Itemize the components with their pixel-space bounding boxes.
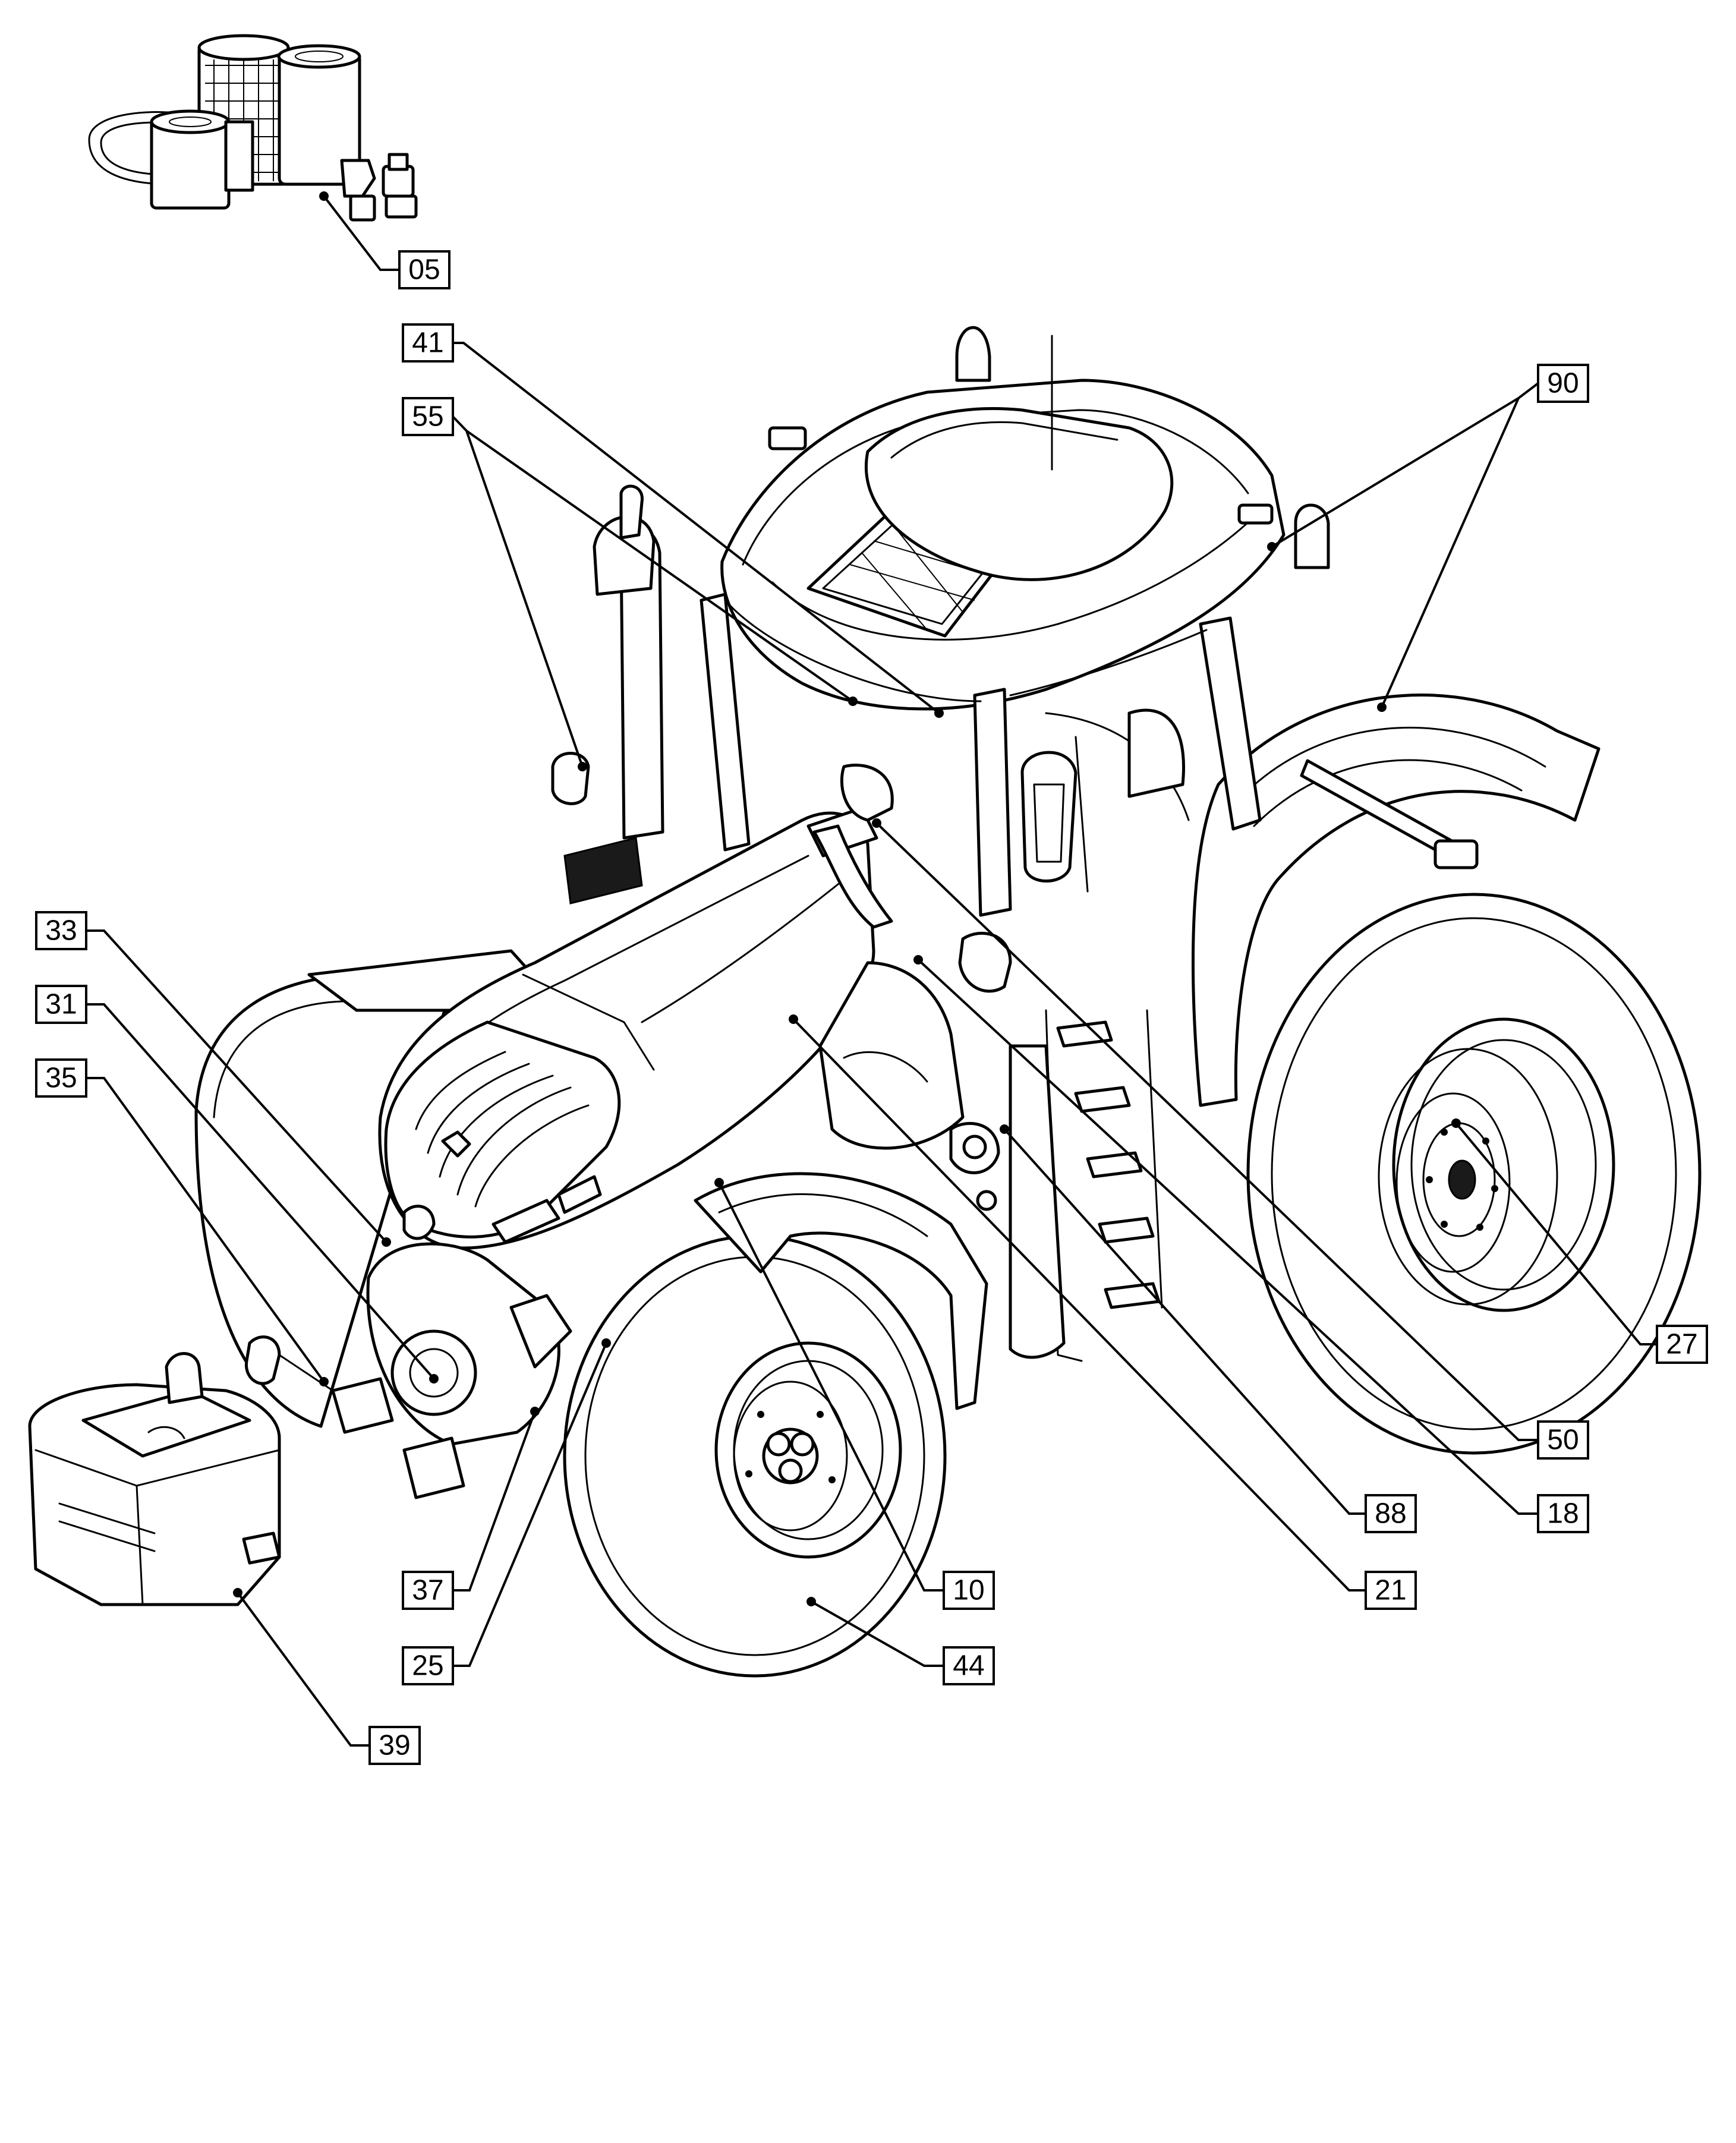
callout-label: 90 bbox=[1547, 368, 1579, 399]
callout-88: 88 bbox=[1365, 1494, 1417, 1533]
callout-05: 05 bbox=[398, 250, 450, 289]
callout-label: 50 bbox=[1547, 1425, 1579, 1456]
callout-27: 27 bbox=[1656, 1325, 1708, 1364]
callout-label: 05 bbox=[408, 254, 440, 286]
callout-label: 37 bbox=[412, 1575, 443, 1606]
callout-label: 55 bbox=[412, 401, 443, 433]
callout-50: 50 bbox=[1537, 1420, 1589, 1460]
callout-label: 27 bbox=[1666, 1329, 1697, 1360]
callout-label: 88 bbox=[1375, 1498, 1406, 1530]
callout-label: 31 bbox=[45, 989, 77, 1020]
callout-label: 18 bbox=[1547, 1498, 1579, 1530]
filter-kit-illustration bbox=[88, 34, 418, 222]
callout-44: 44 bbox=[943, 1646, 995, 1685]
callout-10: 10 bbox=[943, 1571, 995, 1610]
callout-label: 33 bbox=[45, 915, 77, 947]
callout-35: 35 bbox=[35, 1058, 87, 1098]
front-wheel bbox=[563, 1234, 947, 1678]
callout-label: 39 bbox=[379, 1730, 410, 1761]
callout-55: 55 bbox=[402, 397, 454, 436]
callout-37: 37 bbox=[402, 1571, 454, 1610]
callout-label: 41 bbox=[412, 327, 443, 359]
callout-21: 21 bbox=[1365, 1571, 1417, 1610]
callout-label: 35 bbox=[45, 1063, 77, 1094]
callout-label: 44 bbox=[953, 1650, 984, 1682]
callout-label: 21 bbox=[1375, 1575, 1406, 1606]
callout-18: 18 bbox=[1537, 1494, 1589, 1533]
callout-label: 25 bbox=[412, 1650, 443, 1682]
callout-39: 39 bbox=[368, 1726, 421, 1765]
callout-33: 33 bbox=[35, 911, 87, 950]
callout-25: 25 bbox=[402, 1646, 454, 1685]
rear-wheel-right bbox=[1246, 893, 1702, 1455]
callout-label: 10 bbox=[953, 1575, 984, 1606]
tractor-illustration bbox=[194, 326, 1702, 1678]
leader-lines bbox=[86, 191, 1657, 1747]
callout-41: 41 bbox=[402, 323, 454, 363]
callout-90: 90 bbox=[1537, 364, 1589, 403]
front-weight-illustration bbox=[28, 1352, 281, 1606]
callout-31: 31 bbox=[35, 985, 87, 1024]
